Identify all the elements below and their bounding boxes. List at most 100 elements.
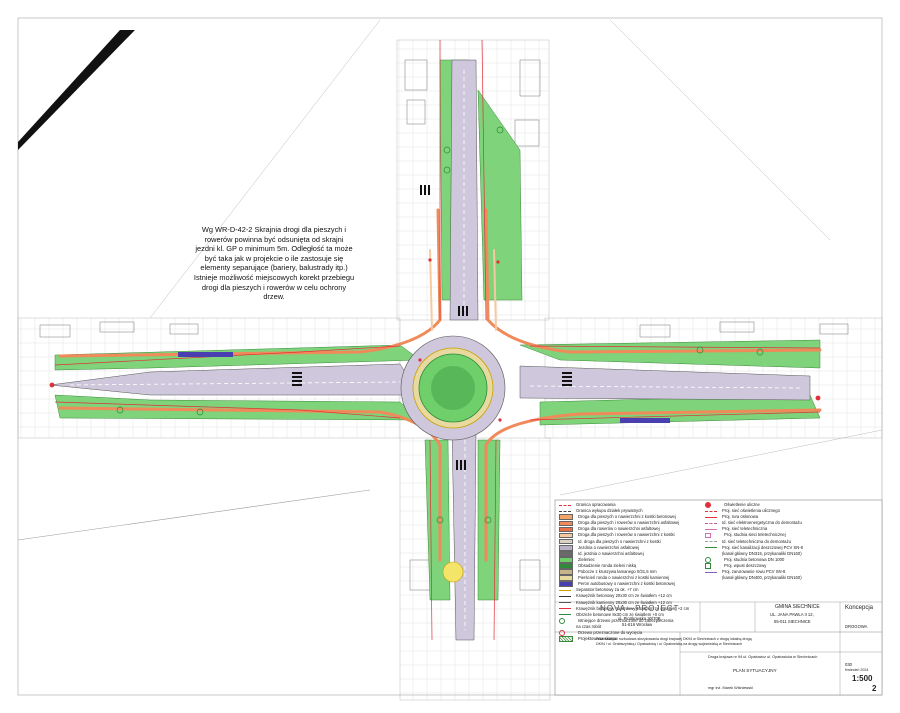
legend-item: Id. sieć elektroenergetyczna do demontaż… [705,520,803,526]
legend-label: Proj. sieć teletechniczna [722,526,768,532]
legend-swatch [705,547,717,549]
legend-label: Projektowana skarpa [578,636,618,642]
designer: mgr inż. Marek Wiśniewski [708,686,753,690]
legend-label: Krawężnik betonowy najazdowy 15x22cm ze … [576,605,690,611]
note-line: Wg WR-D-42-2 Skrajnia drogi dla pieszych… [201,225,347,234]
legend-item: Drzewo przeznaczone do wycięcia [559,629,689,637]
legend-item: Droga dla pieszych i rowerów o nawierzch… [559,520,689,527]
legend-swatch [705,516,717,518]
legend-swatch [559,630,565,637]
legend-swatch [705,552,717,556]
legend-swatch [705,541,717,543]
legend-label: Obrzeże betonowe 8x30 cm ze światłem +0 … [576,611,664,617]
legend-swatch [559,544,573,551]
legend-item: Proj. sieć kanalizacji deszczowej PCV SN… [705,545,803,551]
legend-swatch [559,538,573,545]
legend-label: Id. droga dla pieszych o nawierzchni z k… [578,538,661,544]
legend-item: Proj. rura osłonowa [705,514,803,520]
legend-label: Istniejące drzewo przeznaczone do zabezp… [578,617,674,623]
legend-swatch [705,532,711,539]
legend-item: Droga dla rowerów o nawierzchni asfaltow… [559,526,689,533]
legend-label: na czas robót [576,623,602,629]
note-line: elementy separujące (bariery, balustrady… [200,263,348,273]
legend-label: Peron autobusowy o nawierzchni z kostki … [578,581,675,587]
legend-swatch [559,614,571,616]
legend-label: Proj. rura osłonowa [722,514,759,520]
legend-label: Droga dla rowerów o nawierzchni asfaltow… [578,526,660,532]
legend-item: Istniejące drzewo przeznaczone do zabezp… [559,618,689,624]
legend-label: Pierścień ronda o nawierzchni z kostki k… [578,575,670,581]
legend-label: Id. sieć elektroenergetyczna do demontaż… [722,520,802,526]
legend-label: (kanał główny DN400, przykanaliki DN160) [722,575,802,581]
legend-item: Krawężnik betonowy 20x30 cm ze światłem … [559,593,689,599]
legend-label: Jezdnia o nawierzchni asfaltowej [578,544,639,550]
legend-swatch [559,575,573,581]
legend-item: Proj. sieć oświetlenia ulicznego [705,508,803,514]
project-description-2: DK94 i ul. Grabiszyńską i Opatowicką i u… [596,642,743,646]
legend-label: Proj. sieć oświetlenia ulicznego [722,508,780,514]
legend-label: Proj. sieć kanalizacji deszczowej PCV SN… [722,544,803,550]
legend-item: Krawężnik kamienny 20x30 cm ze światłem … [559,600,689,606]
legend-item: Peron autobusowy o nawierzchni z kostki … [559,581,689,588]
client-address-2: 55-011 SIECHNICE [774,619,811,624]
legend-swatch [559,595,571,597]
legend-swatch [559,569,573,575]
kerb-lines [54,39,821,641]
legend-item: na czas robót [559,624,689,630]
legend-label: Proj. studnia betonowa DN 1000 [724,556,785,562]
legend-item: Projektowana skarpa [559,636,689,642]
legend-swatch [705,576,717,580]
legend-item: Id. sieć teletechniczna do demontażu [705,539,803,545]
legend-label: Droga dla pieszych i rowerów o nawierzch… [578,520,680,526]
legend-label: Krawężnik betonowy 20x30 cm ze światłem … [576,593,672,599]
legend-swatch [559,551,573,557]
project-description-1: Przebudowa i rozbudowa skrzyżowania drog… [596,637,752,641]
project-stage: Koncepcja [845,605,874,611]
legend-item: Granica wykupu działek prywatnych [559,508,689,514]
legend-item: (kanał główny DN400, przykanaliki DN160) [705,575,803,581]
drawing-date: Kwiecień 2024 [845,668,869,672]
legend-swatch [705,571,717,573]
legend-swatch [705,556,711,563]
legend-item: Jezdnia o nawierzchni asfaltowej [559,545,689,551]
legend-label: Id. sieć teletechniczna do demontażu [722,538,791,544]
company-name: NOVA—PROJECT [600,604,680,613]
legend-swatch [705,522,717,524]
lane-markings [69,70,801,630]
legend-item: Pobocze z kruszywa łamanego 0/31,5 mm [559,569,689,575]
note-line: drzew. [263,292,285,302]
legend-swatch [559,589,571,591]
project-branch: DROGOWA [845,624,868,629]
corner-mark [18,30,135,150]
drawing-scale: 1:500 [852,674,873,683]
note-line: rowerów powinna być odsunięta od skrajni [204,234,344,244]
drawing-title: PLAN SYTUACYJNY [733,668,777,673]
legend-swatch [705,563,711,569]
legend-item: Proj. wpust deszczowy [705,563,803,569]
legend-item: Granica opracowania [559,502,689,508]
trees [116,126,764,524]
legend-swatch [559,581,573,588]
note-line: jezdni kl. GP o minimum 5m. Odległość ta… [195,244,353,254]
legend-swatch [559,557,573,563]
legend-item: Proj. studnia sieci teletechnicznej [705,532,803,539]
legend-swatch [705,510,717,512]
legend-label: Droga dla pieszych i rowerów o nawierzch… [578,532,675,538]
design-note: Wg WR-D-42-2 Skrajnia drogi dla pieszych… [193,225,355,302]
company-address-2: 51-616 Wrocław [622,622,653,627]
legend-label: Drzewo przeznaczone do wycięcia [578,629,643,635]
legend-label: Droga dla pieszych o nawierzchni z kostk… [578,514,676,520]
sheet-number: 2 [872,684,877,693]
bus-platform-east [620,418,670,423]
legend-label: Proj. zarurowanie rowu PCV SN-8 [722,569,786,575]
legend-swatch [559,617,565,624]
bus-platform-west [178,352,233,357]
legend-item: Obrzeże betonowe 8x30 cm ze światłem +0 … [559,612,689,618]
legend-item: Pierścień ronda o nawierzchni z kostki k… [559,575,689,581]
legend-label: Zieleniec [578,556,595,562]
legend-item: Proj. sieć teletechniczna [705,526,803,532]
legend-label: Id. jezdnia o nawierzchni asfaltowej [578,550,644,556]
